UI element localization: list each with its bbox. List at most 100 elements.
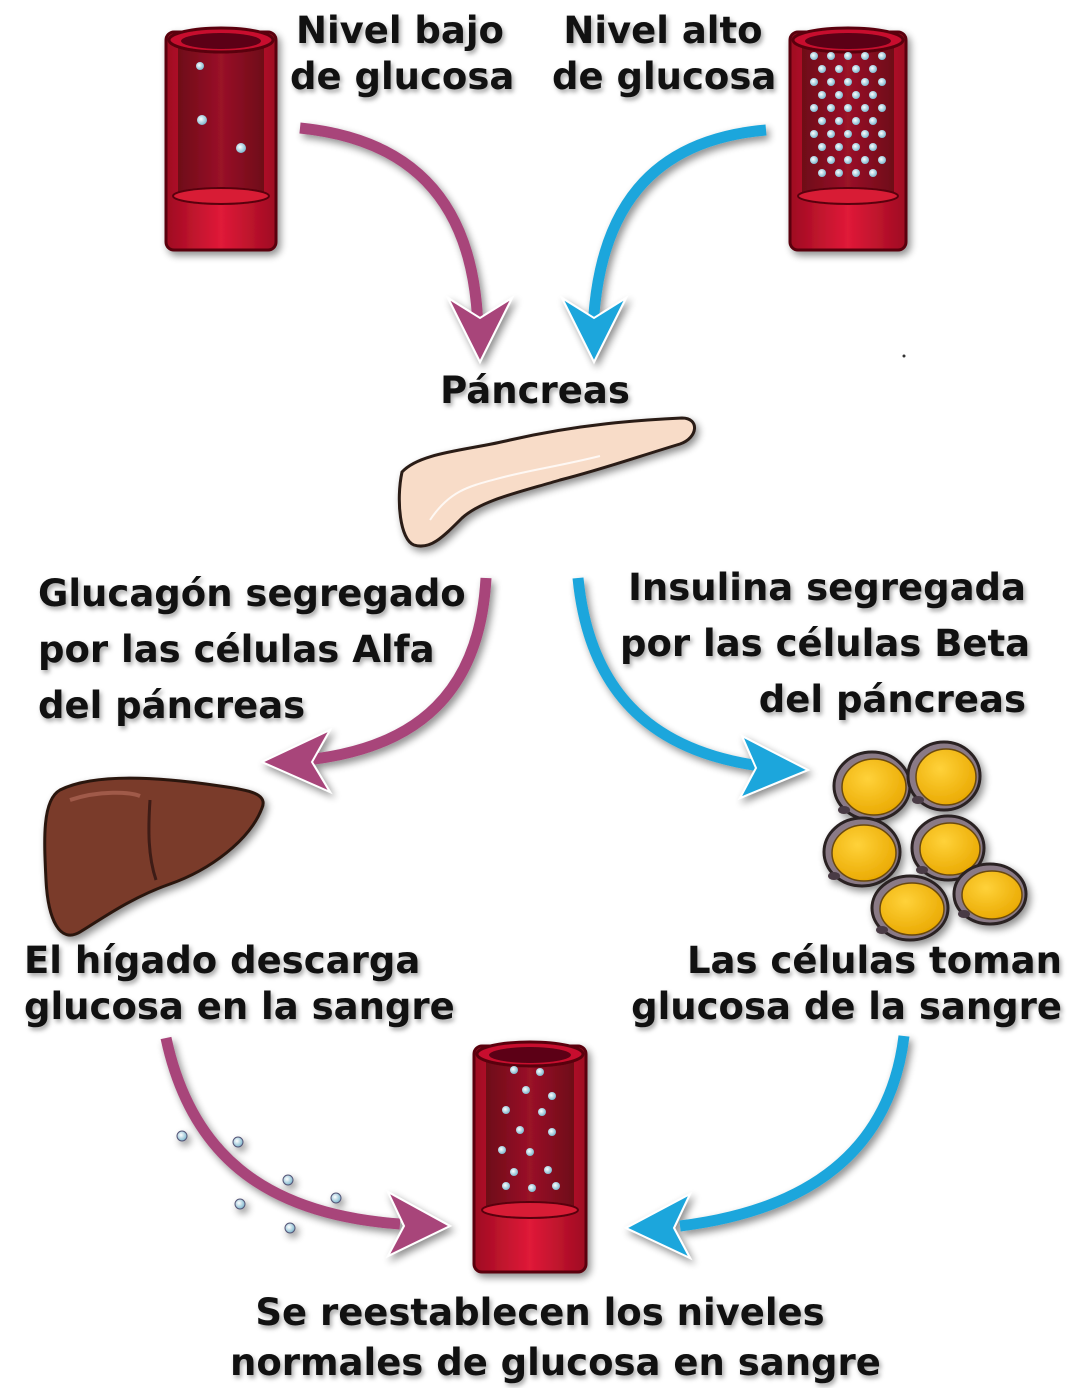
glucose-molecule	[869, 91, 877, 99]
liver-illustration	[45, 778, 263, 935]
glucose-molecule	[844, 130, 852, 138]
glucagon-label: Glucagón segregado por las células Alfa …	[38, 566, 448, 734]
glucose-molecule	[552, 1182, 560, 1190]
fat-cell	[908, 742, 980, 810]
glucose-molecule	[878, 52, 886, 60]
low-glucose-arrow	[300, 128, 512, 362]
liver-label: El hígado descarga glucosa en la sangre	[24, 938, 444, 1030]
glucose-molecule	[861, 130, 869, 138]
glucose-molecule	[522, 1086, 530, 1094]
pancreas-illustration	[399, 418, 694, 546]
glucose-molecule	[818, 91, 826, 99]
glucose-molecule	[818, 65, 826, 73]
glucose-molecule	[878, 130, 886, 138]
low-glucose-line-2: de glucosa	[290, 54, 510, 100]
glucose-molecule	[516, 1126, 524, 1134]
glucose-molecule	[502, 1182, 510, 1190]
glucose-molecule	[869, 65, 877, 73]
high-glucose-vessel	[790, 28, 906, 250]
low-glucose-vessel	[166, 28, 276, 250]
glucose-molecule	[544, 1166, 552, 1174]
glucagon-line-1: Glucagón segregado	[38, 566, 448, 622]
glucose-molecule	[810, 52, 818, 60]
glucose-molecule	[810, 156, 818, 164]
glucose-molecule	[538, 1108, 546, 1116]
normal-line-1: Se reestablecen los niveles	[230, 1288, 850, 1338]
glucose-molecule	[835, 65, 843, 73]
glucose-molecule	[548, 1128, 556, 1136]
pancreas-label: Páncreas	[420, 368, 650, 414]
fat-cells-illustration	[824, 742, 1026, 940]
fat-cell	[824, 818, 900, 886]
glucose-molecule	[844, 78, 852, 86]
glucose-molecule	[869, 169, 877, 177]
glucose-molecule	[827, 104, 835, 112]
glucose-molecule	[810, 78, 818, 86]
glucose-molecule	[510, 1168, 518, 1176]
insulin-line-1: Insulina segregada	[620, 560, 1026, 616]
glucose-molecule	[498, 1146, 506, 1154]
glucose-molecule	[861, 156, 869, 164]
glucose-molecule	[878, 156, 886, 164]
normal-levels-label: Se reestablecen los niveles normales de …	[230, 1288, 850, 1388]
glucose-molecule	[827, 52, 835, 60]
glucose-molecule	[818, 169, 826, 177]
insulin-label: Insulina segregada por las células Beta …	[620, 560, 1026, 728]
glucose-molecule	[827, 156, 835, 164]
normal-glucose-vessel	[474, 1042, 586, 1272]
glucose-molecule	[861, 104, 869, 112]
glucose-molecule	[835, 117, 843, 125]
glucose-molecule	[835, 91, 843, 99]
glucose-molecule	[861, 52, 869, 60]
glucagon-line-3: del páncreas	[38, 678, 448, 734]
normal-line-2: normales de glucosa en sangre	[230, 1338, 850, 1388]
glucose-molecule	[827, 78, 835, 86]
glucose-molecule	[844, 52, 852, 60]
glucose-molecule	[852, 117, 860, 125]
fat-cell	[872, 876, 948, 940]
liver-release-arrow	[166, 1038, 450, 1256]
glucose-molecule	[528, 1184, 536, 1192]
glucose-molecule	[536, 1068, 544, 1076]
glucose-molecule	[844, 104, 852, 112]
cells-line-2: glucosa de la sangre	[630, 984, 1062, 1030]
glucose-molecule	[861, 78, 869, 86]
high-glucose-line-1: Nivel alto	[552, 8, 774, 54]
cells-line-1: Las células toman	[630, 938, 1062, 984]
glucose-molecule	[827, 130, 835, 138]
glucose-molecule	[502, 1106, 510, 1114]
glucose-molecule	[835, 169, 843, 177]
high-glucose-arrow	[562, 130, 766, 362]
glucose-molecule	[852, 65, 860, 73]
insulin-line-3: del páncreas	[620, 672, 1026, 728]
glucose-molecule	[844, 156, 852, 164]
glucose-molecule	[852, 143, 860, 151]
glucagon-line-2: por las células Alfa	[38, 622, 448, 678]
glucose-molecule	[526, 1148, 534, 1156]
liver-line-1: El hígado descarga	[24, 938, 444, 984]
glucose-molecule	[835, 143, 843, 151]
liver-line-2: glucosa en la sangre	[24, 984, 444, 1030]
glucose-molecule	[852, 91, 860, 99]
cells-label: Las células toman glucosa de la sangre	[630, 938, 1062, 1030]
glucose-molecule	[810, 104, 818, 112]
glucose-molecule	[852, 169, 860, 177]
glucose-molecule	[818, 117, 826, 125]
pancreas-text: Páncreas	[420, 368, 650, 414]
fat-cell	[834, 752, 910, 820]
high-glucose-label: Nivel alto de glucosa	[552, 8, 774, 100]
glucose-molecule	[869, 117, 877, 125]
low-glucose-label: Nivel bajo de glucosa	[290, 8, 510, 100]
glucose-molecule	[510, 1066, 518, 1074]
high-glucose-line-2: de glucosa	[552, 54, 774, 100]
cells-uptake-arrow	[626, 1036, 904, 1258]
low-glucose-line-1: Nivel bajo	[290, 8, 510, 54]
glucose-molecule	[548, 1092, 556, 1100]
glucose-molecule	[818, 143, 826, 151]
fat-cell	[954, 864, 1026, 924]
glucose-molecule	[878, 78, 886, 86]
glucose-molecule	[878, 104, 886, 112]
insulin-line-2: por las células Beta	[620, 616, 1026, 672]
glucose-molecule	[810, 130, 818, 138]
glucose-molecule	[869, 143, 877, 151]
